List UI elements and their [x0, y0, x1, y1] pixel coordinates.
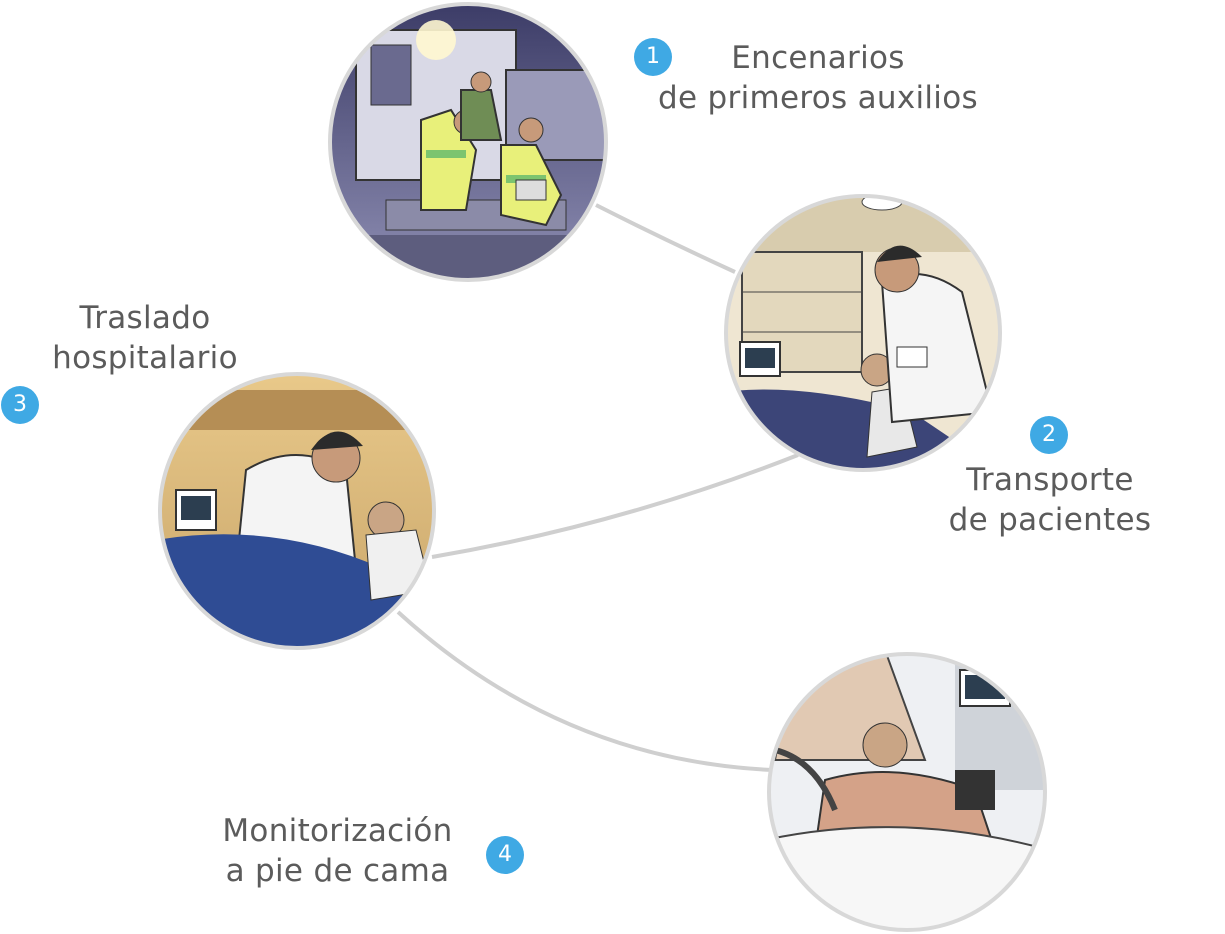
connector-3-4 — [396, 610, 773, 772]
scene-2-label-line-2: de pacientes — [948, 502, 1152, 538]
scene-2-label-line-1: Transporte — [966, 462, 1134, 498]
scene-4-number-badge: 4 — [486, 836, 524, 874]
connector-1-2 — [595, 203, 736, 274]
scene-1-number-badge: 1 — [634, 38, 672, 76]
scene-1-label-line-1: Encenarios — [731, 40, 905, 76]
scene-4-label-line-2: a pie de cama — [225, 853, 450, 889]
scene-2-label: Transporte de pacientes — [930, 460, 1170, 540]
scene-1-label-line-2: de primeros auxilios — [658, 80, 978, 116]
scene-1-label: Encenarios de primeros auxilios — [648, 38, 988, 118]
scene-3-label-line-1: Traslado — [79, 300, 211, 336]
scene-4-label: Monitorización a pie de cama — [205, 811, 470, 891]
scene-3-illustration — [156, 370, 438, 652]
scene-3-label: Traslado hospitalario — [40, 298, 250, 378]
connector-2-3 — [431, 453, 799, 559]
scene-3-label-line-2: hospitalario — [52, 340, 238, 376]
scene-2-number-badge: 2 — [1030, 416, 1068, 454]
scene-3-number-badge: 3 — [1, 386, 39, 424]
scene-1-illustration — [326, 0, 610, 284]
scene-4-label-line-1: Monitorización — [222, 813, 453, 849]
scene-2-illustration — [722, 192, 1004, 474]
scene-4-illustration — [765, 650, 1049, 934]
